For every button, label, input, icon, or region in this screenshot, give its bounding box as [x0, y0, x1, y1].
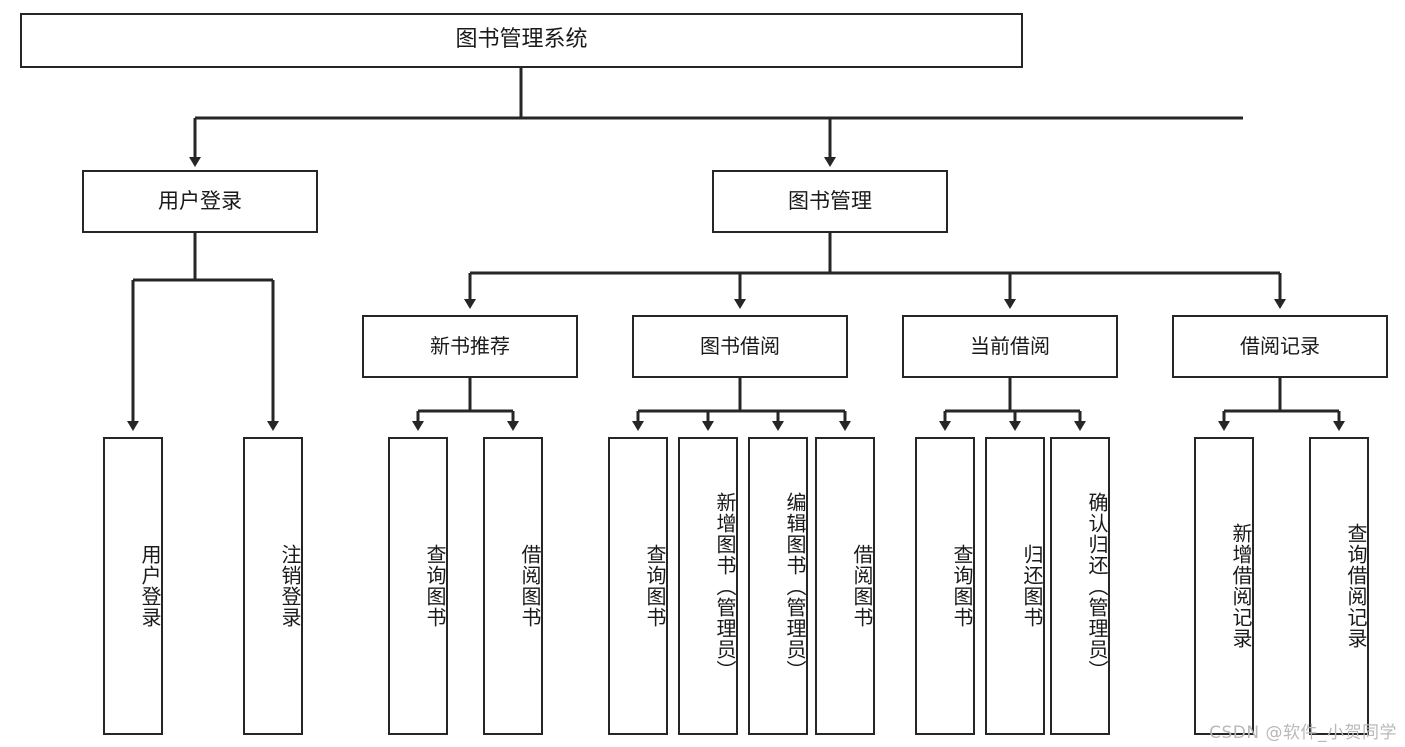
leaf-label: 归还图书 [1020, 544, 1044, 628]
leaf-label: 用户登录 [138, 544, 162, 628]
node-book-borrow[interactable]: 图书借阅 [632, 315, 848, 378]
leaf-label: 借阅图书 [518, 544, 542, 628]
leaf-book-borrow-edit-book-admin[interactable]: 编辑图书（管理员） [748, 437, 808, 735]
leaf-new-book-query-book[interactable]: 查询图书 [388, 437, 448, 735]
leaf-label: 查询图书 [423, 544, 447, 628]
node-label: 当前借阅 [970, 334, 1050, 359]
leaf-book-borrow-query-book[interactable]: 查询图书 [608, 437, 668, 735]
node-label: 图书借阅 [700, 334, 780, 359]
leaf-book-borrow-borrow-book[interactable]: 借阅图书 [815, 437, 875, 735]
leaf-label: 新增借阅记录 [1229, 523, 1253, 649]
node-current-borrow[interactable]: 当前借阅 [902, 315, 1118, 378]
leaf-book-borrow-add-book-admin[interactable]: 新增图书（管理员） [678, 437, 738, 735]
node-label: 借阅记录 [1240, 334, 1320, 359]
watermark-text: CSDN @软件_小贺同学 [1209, 723, 1397, 743]
node-book-management[interactable]: 图书管理 [712, 170, 948, 233]
node-label: 图书管理 [788, 188, 872, 213]
leaf-user-login-logout[interactable]: 注销登录 [243, 437, 303, 735]
node-borrow-record[interactable]: 借阅记录 [1172, 315, 1388, 378]
leaf-label: 借阅图书 [850, 544, 874, 628]
leaf-new-book-borrow-book[interactable]: 借阅图书 [483, 437, 543, 735]
leaf-current-borrow-confirm-return-admin[interactable]: 确认归还（管理员） [1050, 437, 1110, 735]
node-label: 新书推荐 [430, 334, 510, 359]
leaf-label: 新增图书（管理员） [713, 491, 737, 681]
leaf-user-login-login[interactable]: 用户登录 [103, 437, 163, 735]
leaf-label: 注销登录 [278, 544, 302, 628]
node-label: 用户登录 [158, 188, 242, 213]
leaf-current-borrow-return-book[interactable]: 归还图书 [985, 437, 1045, 735]
leaf-label: 确认归还（管理员） [1085, 491, 1109, 681]
leaf-label: 查询图书 [643, 544, 667, 628]
leaf-label: 查询图书 [950, 544, 974, 628]
node-root-book-management-system[interactable]: 图书管理系统 [20, 13, 1023, 68]
node-label: 图书管理系统 [455, 27, 588, 53]
node-new-book-recommend[interactable]: 新书推荐 [362, 315, 578, 378]
node-user-login[interactable]: 用户登录 [82, 170, 318, 233]
leaf-current-borrow-query-book[interactable]: 查询图书 [915, 437, 975, 735]
leaf-label: 编辑图书（管理员） [783, 491, 807, 681]
leaf-borrow-record-add-record[interactable]: 新增借阅记录 [1194, 437, 1254, 735]
leaf-borrow-record-query-record[interactable]: 查询借阅记录 [1309, 437, 1369, 735]
leaf-label: 查询借阅记录 [1344, 523, 1368, 649]
